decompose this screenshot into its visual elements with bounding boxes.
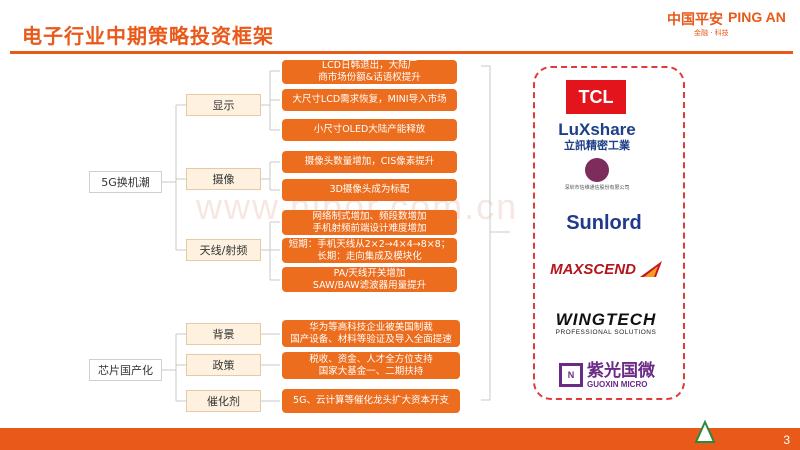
item-camera-count: 摄像头数量增加，CIS像素提升 bbox=[282, 151, 457, 173]
item-rf-pa-filter: PA/天线开关增加 SAW/BAW滤波器用量提升 bbox=[282, 267, 457, 292]
item-rf-antenna: 短期：手机天线从2×2→4×4→8×8； 长期：走向集成及模块化 bbox=[282, 238, 457, 263]
xinwei-emblem-icon bbox=[585, 157, 609, 182]
wingtech-logo: WINGTECH PROFESSIONAL SOLUTIONS bbox=[540, 308, 672, 338]
pingan-mountain-icon bbox=[694, 420, 716, 443]
luxshare-logo-en: LuXshare bbox=[558, 119, 636, 139]
item-policy-support: 税收、资金、人才全方位支持 国家大基金一、二期扶持 bbox=[282, 352, 460, 379]
item-rf-bands: 网络制式增加、频段数增加 手机射频前端设计难度增加 bbox=[282, 210, 457, 235]
item-display-small-oled: 小尺寸OLED大陆产能释放 bbox=[282, 119, 457, 141]
title-rule bbox=[10, 51, 793, 54]
sunlord-logo: Sunlord bbox=[566, 211, 642, 234]
item-display-large-lcd: 大尺寸LCD需求恢复，MINI导入市场 bbox=[282, 89, 457, 111]
sub-catalyst: 催化剂 bbox=[186, 390, 261, 412]
pingan-logo-cn: 中国平安 bbox=[667, 12, 723, 28]
sub-display: 显示 bbox=[186, 94, 261, 116]
footer-bar: 3 bbox=[0, 420, 800, 450]
company-panel bbox=[533, 66, 685, 400]
category-5g-cycle: 5G换机潮 bbox=[89, 171, 162, 193]
guoxin-logo: N 紫光国微 GUOXIN MICRO bbox=[552, 359, 662, 391]
item-background-sanctions: 华为等高科技企业被美国制裁 国产设备、材料等验证及导入全面提速 bbox=[282, 320, 460, 347]
item-camera-3d: 3D摄像头成为标配 bbox=[282, 179, 457, 201]
luxshare-logo: LuXshare 立訊精密工業 bbox=[554, 120, 640, 152]
tcl-logo: TCL bbox=[566, 80, 626, 114]
guoxin-mark-icon: N bbox=[559, 363, 583, 387]
page-number: 3 bbox=[783, 433, 790, 447]
guoxin-logo-cn: 紫光国微 bbox=[587, 360, 655, 381]
xinwei-logo-text: 深圳市信维通信股份有限公司 bbox=[564, 184, 630, 191]
pingan-logo-en: PING AN bbox=[728, 9, 786, 25]
maxscend-wing-icon bbox=[639, 261, 662, 277]
maxscend-logo-text: MAXSCEND bbox=[550, 260, 636, 278]
maxscend-logo: MAXSCEND bbox=[544, 255, 670, 283]
wingtech-logo-sub: PROFESSIONAL SOLUTIONS bbox=[555, 328, 657, 336]
luxshare-logo-cn: 立訊精密工業 bbox=[564, 138, 630, 152]
pingan-logo-sub: 金融 · 科技 bbox=[694, 29, 729, 37]
wingtech-logo-text: WINGTECH bbox=[555, 309, 657, 329]
category-chip-localization: 芯片国产化 bbox=[89, 359, 162, 381]
xinwei-logo: 深圳市信维通信股份有限公司 bbox=[555, 154, 639, 194]
page-title: 电子行业中期策略投资框架 bbox=[22, 24, 274, 48]
sub-policy: 政策 bbox=[186, 354, 261, 376]
item-catalyst-capex: 5G、云计算等催化龙头扩大资本开支 bbox=[282, 389, 460, 413]
sub-camera: 摄像 bbox=[186, 168, 261, 190]
sub-antenna-rf: 天线/射频 bbox=[186, 239, 261, 261]
item-display-lcd-exit: LCD日韩退出，大陆厂 商市场份额&话语权提升 bbox=[282, 60, 457, 84]
guoxin-logo-en: GUOXIN MICRO bbox=[587, 379, 648, 389]
sub-background: 背景 bbox=[186, 323, 261, 345]
